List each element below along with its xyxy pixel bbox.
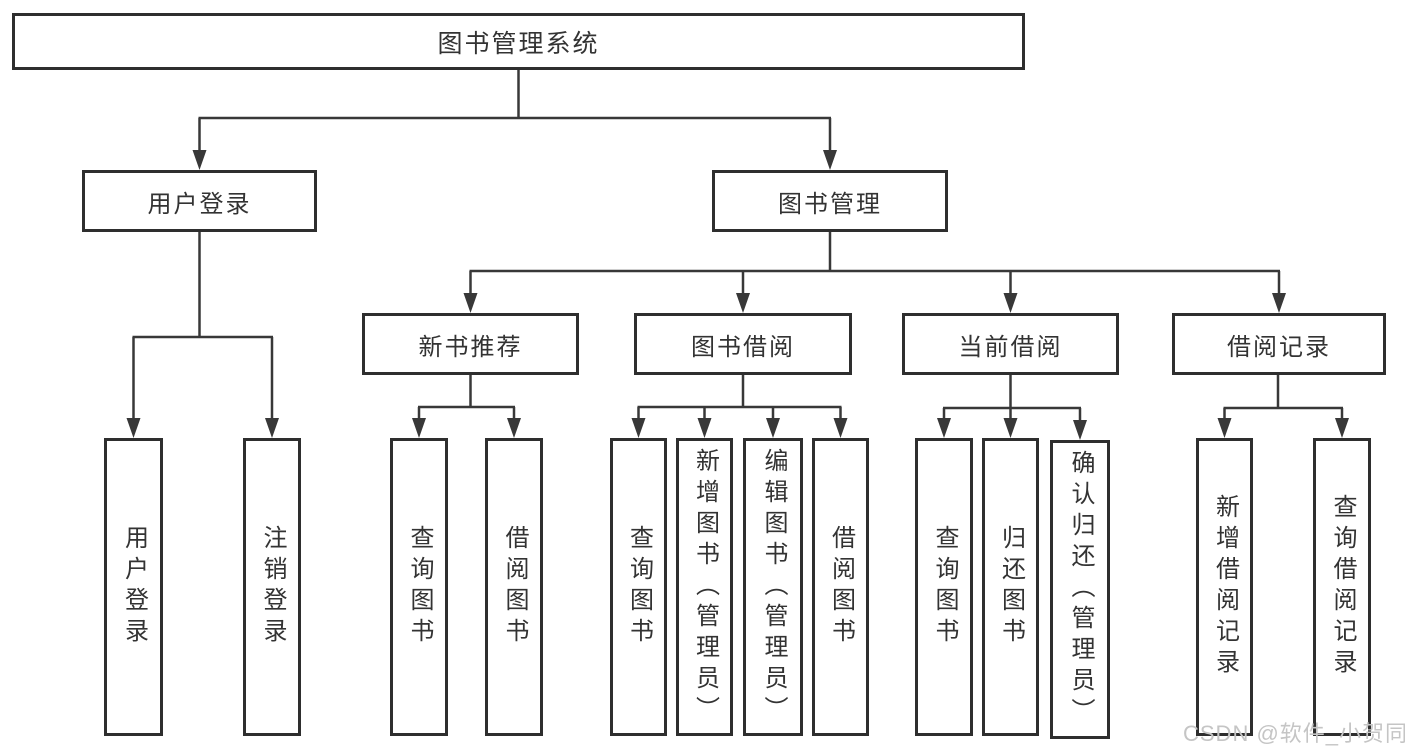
leaf-query-book-current: 查询图书 xyxy=(915,438,973,736)
leaf-return-book: 归还图书 xyxy=(982,438,1039,736)
leaf-edit-book-admin-label: 编辑图书（管理员） xyxy=(760,447,787,727)
node-new-book-recommend: 新书推荐 xyxy=(362,313,579,375)
leaf-query-borrow-record-label: 查询借阅记录 xyxy=(1329,494,1356,680)
leaf-query-book-recommend: 查询图书 xyxy=(390,438,448,736)
leaf-return-book-label: 归还图书 xyxy=(997,525,1025,649)
leaf-add-book-admin-label: 新增图书（管理员） xyxy=(691,447,719,727)
node-root-library-system: 图书管理系统 xyxy=(12,13,1025,70)
leaf-add-borrow-record: 新增借阅记录 xyxy=(1196,438,1253,736)
arrow-heads xyxy=(126,150,1349,440)
node-borrow-records: 借阅记录 xyxy=(1172,313,1386,375)
csdn-watermark: CSDN @软件_小贺同学 xyxy=(1183,721,1405,746)
leaf-logout-label: 注销登录 xyxy=(259,525,286,649)
leaf-add-borrow-record-label: 新增借阅记录 xyxy=(1211,494,1239,680)
leaf-logout: 注销登录 xyxy=(243,438,301,736)
leaf-user-login-label: 用户登录 xyxy=(120,525,148,649)
leaf-edit-book-admin: 编辑图书（管理员） xyxy=(743,438,803,736)
leaf-borrow-book-recommend-label: 借阅图书 xyxy=(501,525,528,649)
node-book-management: 图书管理 xyxy=(712,170,948,232)
leaf-add-book-admin: 新增图书（管理员） xyxy=(676,438,733,736)
leaf-query-borrow-record: 查询借阅记录 xyxy=(1313,438,1371,736)
node-current-borrow: 当前借阅 xyxy=(902,313,1119,375)
node-user-login: 用户登录 xyxy=(82,170,317,232)
leaf-user-login: 用户登录 xyxy=(104,438,163,736)
leaf-query-book-borrow: 查询图书 xyxy=(610,438,667,736)
leaf-query-book-current-label: 查询图书 xyxy=(931,525,958,649)
leaf-borrow-book-label: 借阅图书 xyxy=(827,525,855,649)
leaf-confirm-return-admin-label: 确认归还（管理员） xyxy=(1067,450,1094,729)
leaf-borrow-book: 借阅图书 xyxy=(812,438,869,736)
leaf-confirm-return-admin: 确认归还（管理员） xyxy=(1050,440,1110,739)
leaf-borrow-book-recommend: 借阅图书 xyxy=(485,438,543,736)
leaf-query-book-borrow-label: 查询图书 xyxy=(625,525,653,649)
leaf-query-book-recommend-label: 查询图书 xyxy=(406,525,433,649)
node-book-borrow: 图书借阅 xyxy=(634,313,852,375)
tree-edges xyxy=(132,70,1344,426)
